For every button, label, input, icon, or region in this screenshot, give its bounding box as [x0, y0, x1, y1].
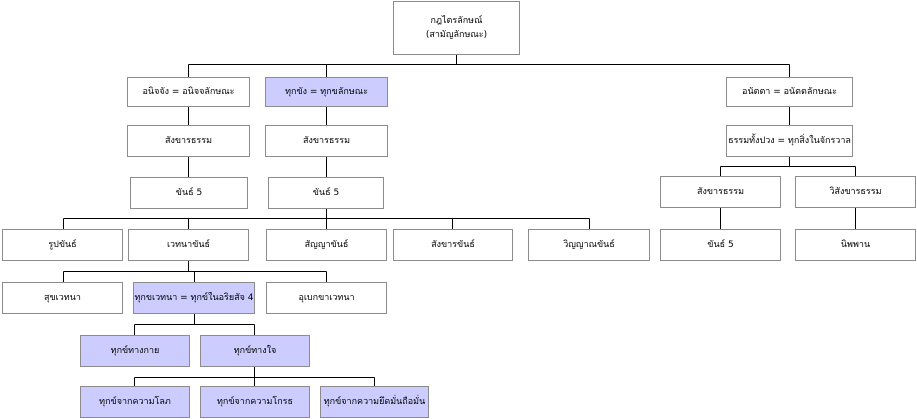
node-rupa-khandha: รูปขันธ์	[2, 229, 123, 261]
node-label: สัญญาขันธ์	[304, 240, 349, 250]
node-label: ทุกข์จากความโกรธ	[217, 397, 293, 407]
node-label: ทุกขเวทนา = ทุกข์ในอริยสัจ 4	[134, 293, 254, 303]
node-label: สุขเวทนา	[44, 293, 81, 303]
node-label: ทุกข์ทางใจ	[233, 346, 277, 356]
node-anatta: อนัตตา = อนัตตลักษณะ	[726, 77, 853, 107]
node-label: สังขารขันธ์	[431, 240, 475, 250]
link-anatta-branch	[720, 107, 856, 176]
node-label: อนัตตา = อนัตตลักษณะ	[742, 87, 837, 97]
node-label: ทุกข์จากความยึดมั่นถือมั่น	[323, 397, 426, 407]
node-khandha-anicca: ขันธ์ 5	[130, 177, 248, 209]
link-root-to-children	[188, 55, 790, 77]
node-sankhata: สังขารธรรม	[660, 176, 781, 208]
node-sukha-vedana: สุขเวทนา	[2, 282, 123, 314]
node-sankhara-dhamma-dukkha: สังขารธรรม	[265, 125, 388, 157]
node-label: วิญญาณขันธ์	[563, 240, 615, 250]
node-dukkha-from-greed: ทุกข์จากความโลภ	[80, 386, 190, 418]
node-label: สังขารธรรม	[164, 136, 213, 146]
node-khandha-sankhata: ขันธ์ 5	[660, 229, 781, 261]
node-sankhara-khandha: สังขารขันธ์	[393, 229, 513, 261]
node-label: ขันธ์ 5	[707, 240, 734, 250]
node-label: ธรรมทั้งปวง = ทุกสิ่งในจักรวาล	[728, 136, 851, 146]
node-tilakkhana: กฎไตรลักษณ์ (สามัญลักษณะ)	[393, 1, 520, 55]
node-label: สังขารธรรม	[696, 187, 745, 197]
node-sanna-khandha: สัญญาขันธ์	[266, 229, 387, 261]
node-label: ทุกขัง = ทุกขลักษณะ	[285, 87, 368, 97]
node-label: วิสังขารธรรม	[829, 187, 882, 197]
node-dukkha-from-anger: ทุกข์จากความโกรธ	[200, 386, 310, 418]
node-sankhara-dhamma-anicca: สังขารธรรม	[127, 125, 250, 157]
node-vedana-khandha: เวทนาขันธ์	[128, 229, 249, 261]
node-asankhata: วิสังขารธรรม	[795, 176, 916, 208]
node-anicca: อนิจจัง = อนิจจลักษณะ	[127, 77, 250, 107]
link-vedana-to-feelings	[63, 261, 327, 282]
node-nibbana: นิพพาน	[795, 229, 916, 261]
node-mental-dukkha: ทุกข์ทางใจ	[200, 335, 310, 367]
node-label: รูปขันธ์	[48, 240, 77, 250]
node-dukkha-from-attachment: ทุกข์จากความยึดมั่นถือมั่น	[320, 386, 429, 418]
node-label: เวทนาขันธ์	[166, 240, 211, 250]
node-upekkha-vedana: อุเบกขาเวทนา	[266, 282, 387, 314]
node-label: กฎไตรลักษณ์	[430, 16, 483, 26]
link-sankhata-asankhata-leaves	[720, 208, 856, 229]
node-vinnana-khandha: วิญญาณขันธ์	[528, 229, 650, 261]
node-dukkha: ทุกขัง = ทุกขลักษณะ	[265, 77, 388, 107]
link-khandha-to-aggregates	[63, 209, 590, 229]
node-dukkha-vedana: ทุกขเวทนา = ทุกข์ในอริยสัจ 4	[133, 282, 255, 314]
node-label: ขันธ์ 5	[312, 188, 340, 198]
node-bodily-dukkha: ทุกข์ทางกาย	[80, 335, 190, 367]
link-mental-dukkha-split	[134, 367, 375, 386]
node-label: อนิจจัง = อนิจจลักษณะ	[142, 87, 235, 97]
node-label: สังขารธรรม	[302, 136, 351, 146]
node-label: ขันธ์ 5	[175, 188, 203, 198]
node-label: นิพพาน	[840, 240, 871, 250]
node-label: (สามัญลักษณะ)	[425, 30, 488, 40]
node-khandha-dukkha: ขันธ์ 5	[268, 177, 384, 209]
node-all-dhamma: ธรรมทั้งปวง = ทุกสิ่งในจักรวาล	[726, 125, 853, 157]
link-dukkha-vedana-split	[134, 314, 255, 335]
node-label: ทุกข์ทางกาย	[110, 346, 160, 356]
node-label: ทุกข์จากความโลภ	[99, 397, 171, 407]
node-label: อุเบกขาเวทนา	[298, 293, 355, 303]
